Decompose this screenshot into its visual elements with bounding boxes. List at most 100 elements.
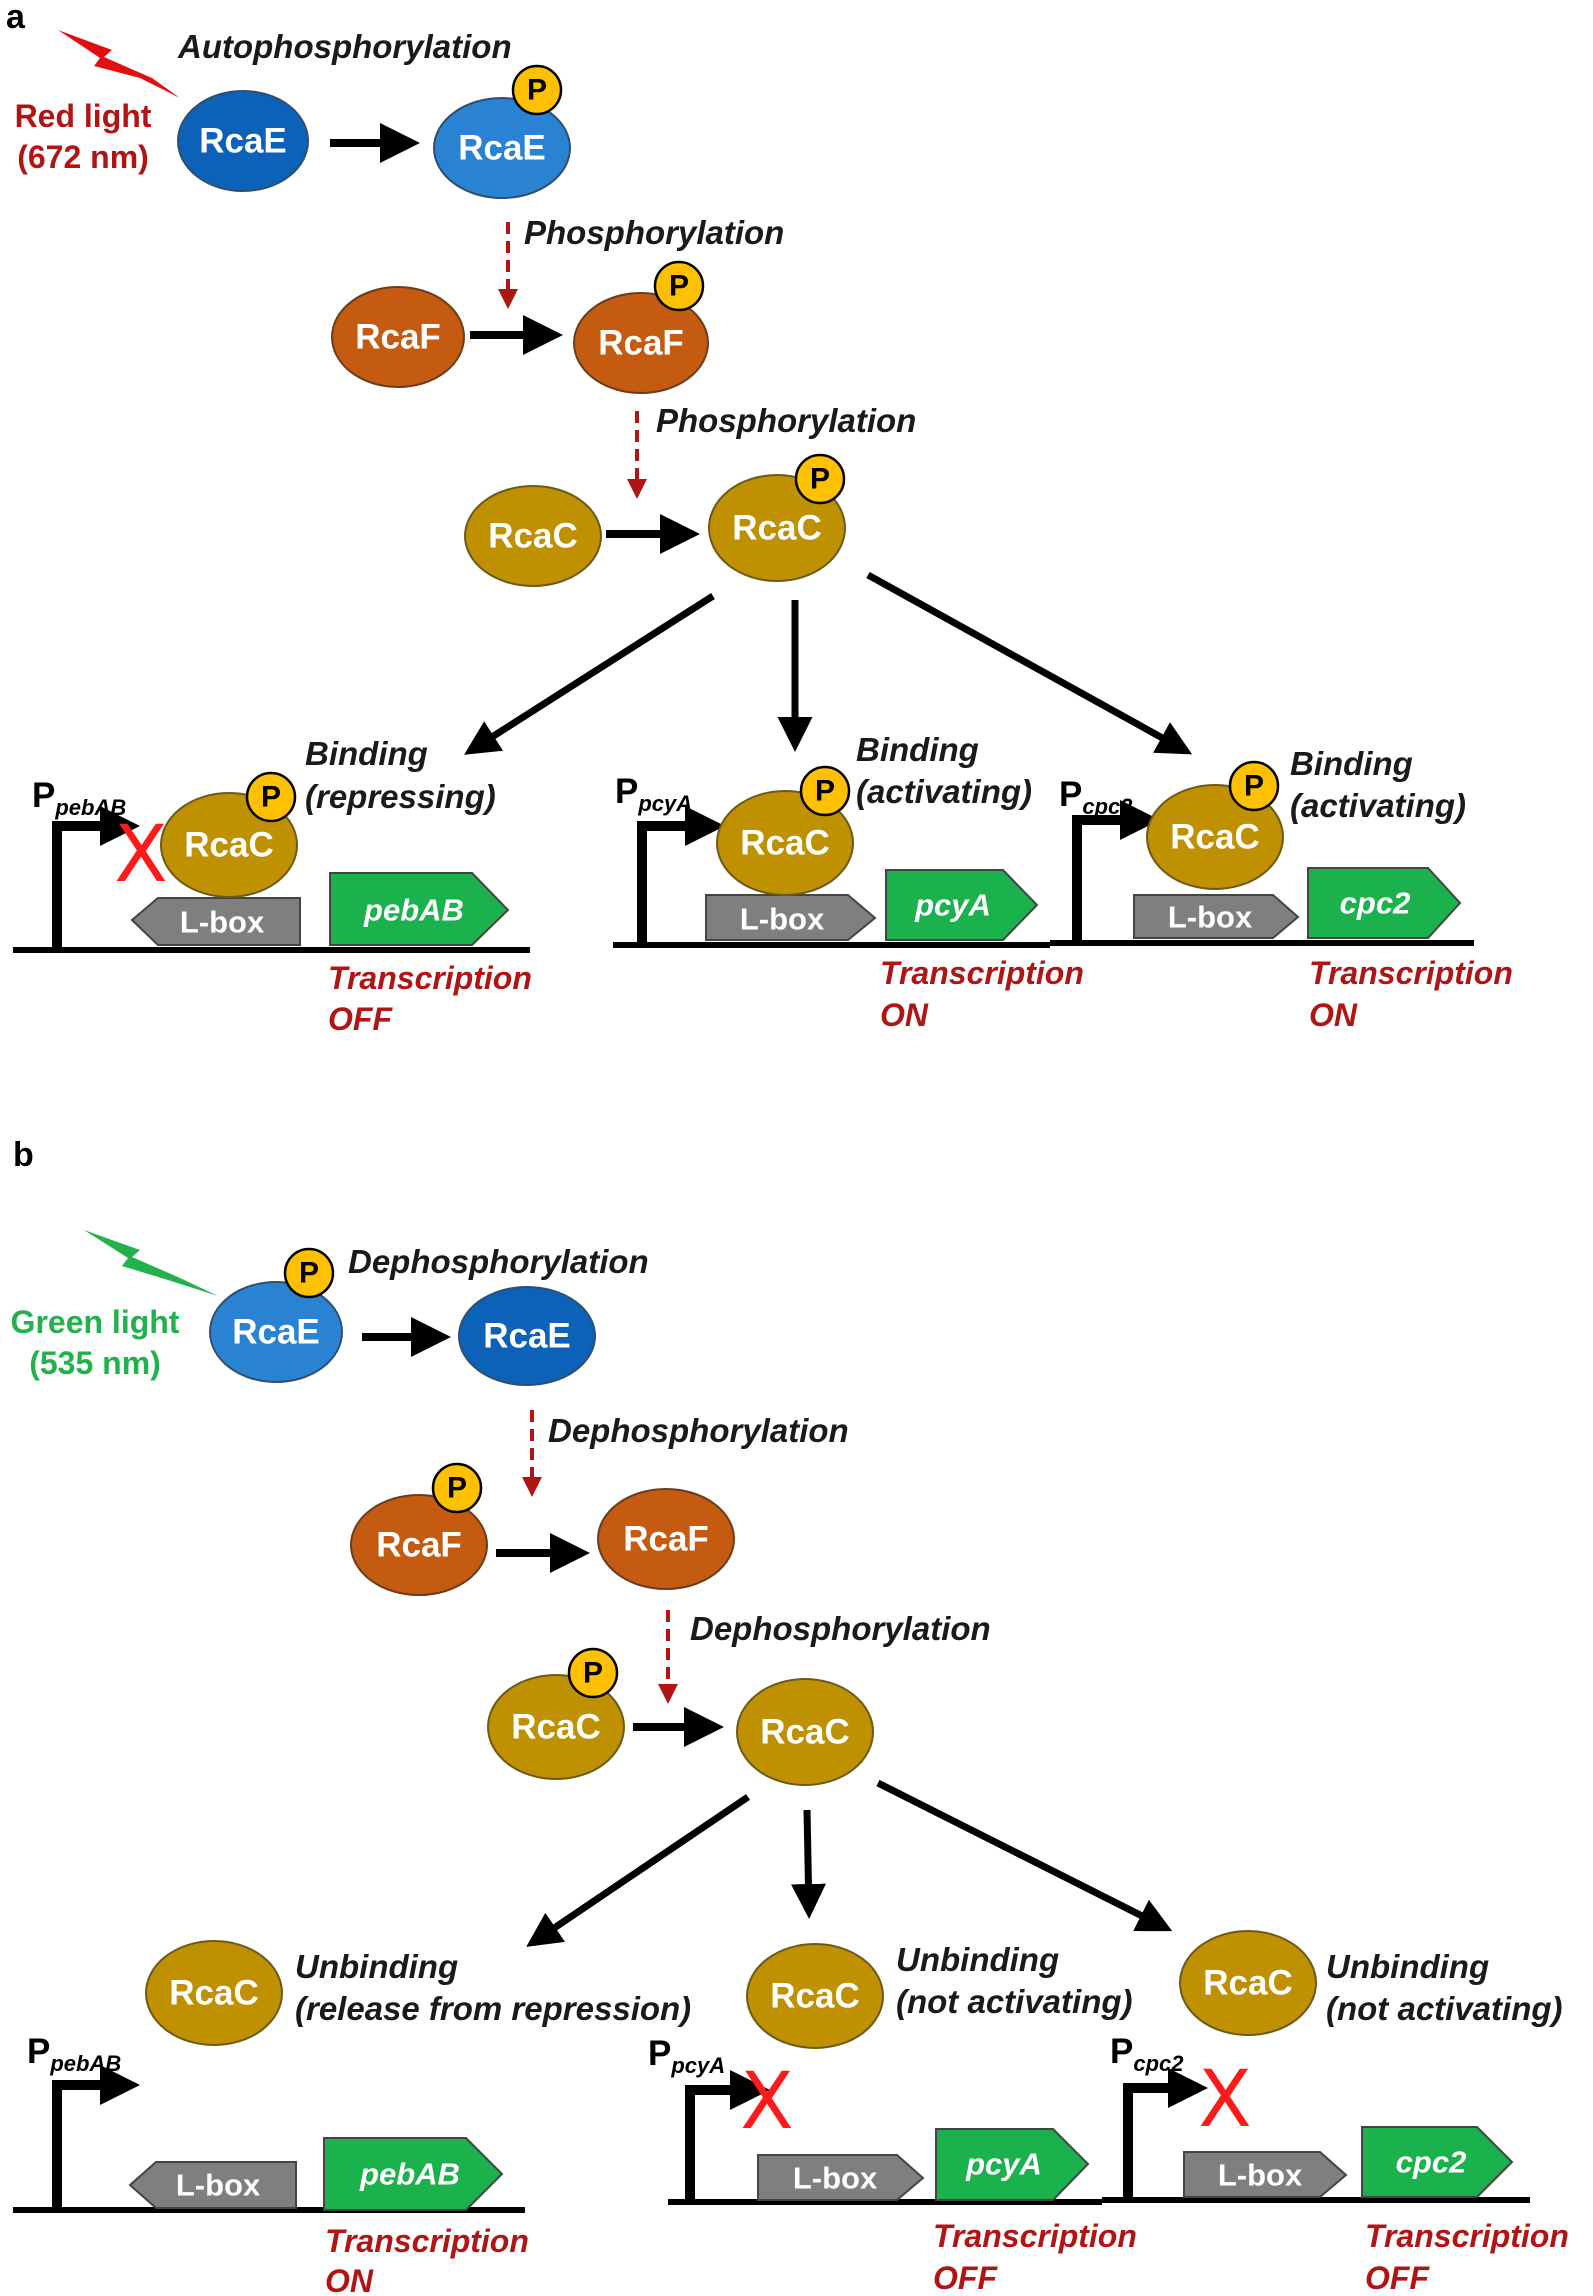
dephosphorylation-label-1: Dephosphorylation	[348, 1243, 649, 1280]
operon-pebab-a: PpebAB X L-box pebAB RcaC P Binding (rep…	[13, 735, 532, 1037]
promoter-label: PpcyA	[615, 772, 692, 816]
phosphate-badge-label: P	[815, 775, 835, 808]
binding-label: Binding	[1290, 745, 1413, 782]
rcac-p-node	[487, 1674, 625, 1780]
l-box-label: L-box	[1168, 900, 1253, 935]
rcac-node-label: RcaC	[760, 1713, 849, 1752]
green-light-lightning-icon	[84, 1230, 218, 1296]
unbinding-label: Unbinding	[295, 1948, 458, 1985]
l-box-label: L-box	[176, 2168, 261, 2203]
phosphate-badge-label: P	[299, 1257, 319, 1290]
phosphorylation-label-1: Phosphorylation	[524, 214, 784, 251]
green-light-label: Green light	[11, 1304, 180, 1340]
promoter-arrow-icon	[685, 2070, 770, 2202]
rcac-unbound-label: RcaC	[169, 1974, 258, 2013]
operon-cpc2-a: Pcpc2 L-box cpc2 RcaC P Binding (activat…	[1050, 745, 1513, 1033]
phosphate-badge	[799, 765, 851, 817]
rcae-node	[177, 90, 309, 192]
rcac-unbound-label: RcaC	[1203, 1964, 1292, 2003]
phosphate-badge	[1228, 760, 1280, 812]
operon-cpc2-b: Pcpc2 X L-box cpc2 RcaC Unbinding (not a…	[1102, 1930, 1569, 2296]
l-box	[1133, 894, 1300, 939]
phosphate-badge	[794, 453, 846, 505]
transcription-label: Transcription	[880, 955, 1084, 991]
red-light-label: Red light	[15, 98, 152, 134]
phosphate-badge	[567, 1647, 619, 1699]
phosphate-badge-label: P	[1244, 770, 1264, 803]
arrow-rcac-to-pcya	[790, 1809, 826, 1919]
transcription-state: OFF	[1365, 2260, 1430, 2296]
operon-pebab-b: PpebAB L-box pebAB RcaC Unbinding (relea…	[13, 1940, 691, 2296]
unbinding-label: Unbinding	[896, 1941, 1059, 1978]
gene-cpc2	[1307, 867, 1462, 939]
promoter-arrow-icon	[1072, 800, 1160, 943]
no-activation-x-icon: X	[740, 2057, 793, 2147]
gene-pebab	[329, 872, 510, 946]
rcaf-node-label: RcaF	[623, 1520, 709, 1559]
rcac-bound-label: RcaC	[184, 826, 273, 865]
phosphate-badge	[431, 1462, 483, 1514]
rcaf-p-node-label: RcaF	[598, 324, 684, 363]
operon-pcya-b: PpcyA X L-box pcyA RcaC Unbinding (not a…	[648, 1941, 1137, 2296]
phosphate-badge-label: P	[261, 781, 281, 814]
transcription-label: Transcription	[1365, 2218, 1569, 2254]
repression-x-icon: X	[114, 810, 167, 900]
rcac-node-label: RcaC	[488, 517, 577, 556]
unbinding-label: Unbinding	[1326, 1948, 1489, 1985]
rcac-p-bound	[716, 790, 854, 896]
rcae-p-node-label: RcaE	[232, 1313, 320, 1352]
rcac-unbound-label: RcaC	[770, 1977, 859, 2016]
rcac-node	[464, 485, 602, 587]
phosphate-badge-label: P	[583, 1657, 603, 1690]
binding-mode-label: (activating)	[1290, 787, 1466, 824]
rcac-unbound	[746, 1943, 884, 2049]
l-box	[128, 2161, 297, 2209]
promoter-arrow-icon	[52, 806, 140, 950]
phosphate-badge-label: P	[669, 270, 689, 303]
promoter-label: PpebAB	[27, 2032, 121, 2076]
unbinding-mode-label: (release from repression)	[295, 1990, 691, 2027]
rcaf-p-node	[350, 1494, 488, 1596]
panel-b: b Green light (535 nm) Dephosphorylation…	[11, 1136, 1569, 2296]
transcription-label: Transcription	[933, 2218, 1137, 2254]
red-light-lightning-icon	[58, 30, 180, 98]
gene-label: pcyA	[965, 2147, 1042, 2182]
rcac-node	[736, 1678, 874, 1786]
arrow-rcac-p-to-pebab	[464, 593, 715, 755]
promoter-label: PpebAB	[32, 776, 126, 820]
l-box-label: L-box	[793, 2161, 878, 2196]
promoter-arrow-icon	[1123, 2068, 1208, 2200]
rcae-p-node-label: RcaE	[458, 129, 546, 168]
rcae-node-label: RcaE	[483, 1317, 571, 1356]
transcription-label: Transcription	[1309, 955, 1513, 991]
rcac-unbound	[145, 1940, 283, 2046]
l-box	[705, 894, 877, 941]
dephosphorylation-label-2: Dephosphorylation	[548, 1412, 849, 1449]
l-box	[1183, 2151, 1348, 2198]
phosphate-badge	[245, 771, 297, 823]
l-box-label: L-box	[740, 902, 825, 937]
transcription-label: Transcription	[328, 960, 532, 996]
rcaf-node	[331, 286, 465, 388]
l-box	[757, 2154, 925, 2201]
transcription-state: ON	[880, 997, 929, 1033]
phosphate-badge-label: P	[810, 463, 830, 496]
rcac-bound-label: RcaC	[1170, 818, 1259, 857]
gene-label: pebAB	[359, 2157, 460, 2192]
binding-label: Binding	[856, 731, 979, 768]
gene-label: pcyA	[914, 888, 991, 923]
rcaf-p-node-label: RcaF	[376, 1526, 462, 1565]
transcription-state: ON	[1309, 997, 1358, 1033]
binding-label: Binding	[305, 735, 428, 772]
gene-pcya	[935, 2128, 1090, 2201]
rcaf-node-label: RcaF	[355, 318, 441, 357]
phosphate-badge	[511, 64, 563, 116]
rcaf-node	[597, 1488, 735, 1590]
transcription-state: OFF	[328, 1001, 393, 1037]
rcae-node	[458, 1286, 596, 1386]
rcac-unbound	[1179, 1930, 1317, 2036]
rcac-p-bound	[1146, 784, 1284, 890]
transcription-label: Transcription	[325, 2223, 529, 2259]
l-box-label: L-box	[180, 905, 265, 940]
rcac-p-node-label: RcaC	[511, 1708, 600, 1747]
